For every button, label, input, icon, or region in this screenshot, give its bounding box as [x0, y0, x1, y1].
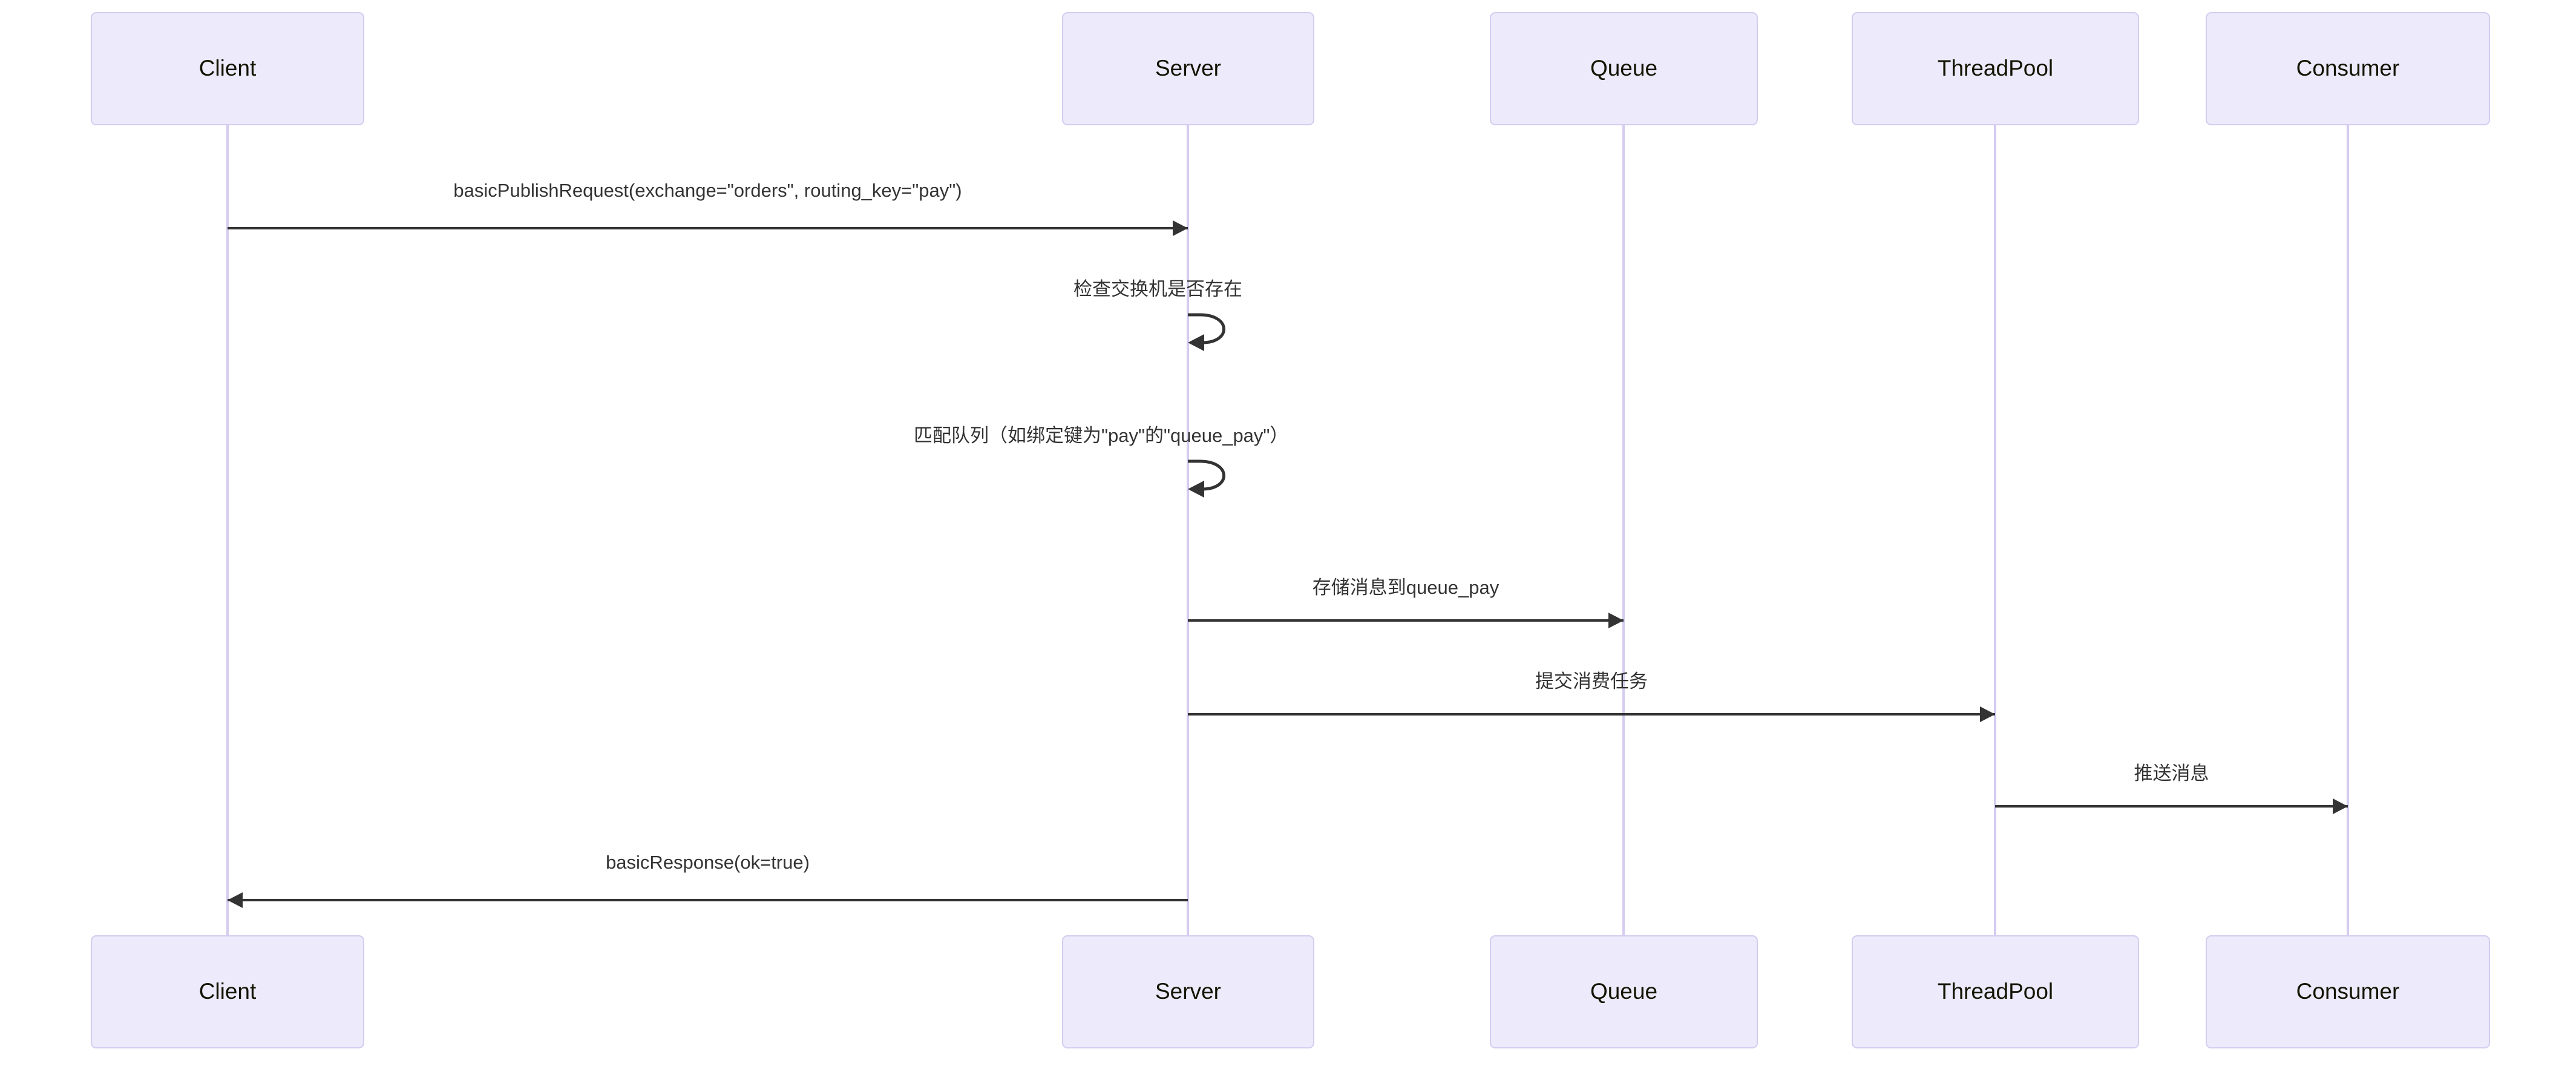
lifeline-queue: [1622, 125, 1625, 935]
self-message-m2: [1188, 313, 1235, 355]
actor-box-queue-top[interactable]: Queue: [1490, 12, 1758, 125]
actor-label-consumer: Consumer: [2296, 56, 2400, 81]
actor-label-consumer: Consumer: [2296, 979, 2400, 1004]
actor-label-queue: Queue: [1590, 979, 1658, 1004]
actor-box-server-top[interactable]: Server: [1062, 12, 1314, 125]
actor-box-queue-bottom[interactable]: Queue: [1490, 935, 1758, 1048]
actor-label-threadpool: ThreadPool: [1937, 979, 2054, 1004]
lifeline-threadpool: [1994, 125, 1996, 935]
actor-label-queue: Queue: [1590, 56, 1658, 81]
message-label-m7: basicResponse(ok=true): [606, 852, 810, 873]
actor-box-client-top[interactable]: Client: [91, 12, 364, 125]
arrowhead-right-m5: [1980, 706, 1995, 722]
message-line-m6: [1995, 805, 2348, 808]
self-message-m3: [1188, 459, 1235, 501]
arrowhead-left-m2: [1188, 334, 1204, 351]
message-label-m6: 推送消息: [2134, 763, 2209, 784]
actor-label-server: Server: [1155, 979, 1221, 1004]
self-loop-arrow-m2: [1188, 313, 1225, 351]
actor-box-consumer-top[interactable]: Consumer: [2206, 12, 2490, 125]
actor-label-threadpool: ThreadPool: [1937, 56, 2054, 81]
message-label-m5: 提交消费任务: [1535, 671, 1648, 692]
lifeline-consumer: [2347, 125, 2349, 935]
lifeline-client: [226, 125, 229, 935]
arrowhead-right-m4: [1608, 613, 1624, 628]
actor-label-server: Server: [1155, 56, 1221, 81]
message-label-m3: 匹配队列（如绑定键为"pay"的"queue_pay"）: [914, 425, 1289, 446]
message-line-m4: [1188, 619, 1624, 622]
message-line-m7: [228, 899, 1188, 901]
message-label-m2: 检查交换机是否存在: [1073, 278, 1242, 300]
arrowhead-left-m7: [228, 892, 243, 908]
lifeline-server: [1187, 125, 1189, 935]
message-label-m1: basicPublishRequest(exchange="orders", r…: [453, 180, 962, 201]
message-line-m5: [1188, 713, 1995, 716]
arrowhead-right-m1: [1173, 220, 1188, 236]
actor-box-consumer-bottom[interactable]: Consumer: [2206, 935, 2490, 1048]
arrowhead-right-m6: [2333, 798, 2348, 814]
arrowhead-left-m3: [1188, 481, 1204, 498]
actor-box-client-bottom[interactable]: Client: [91, 935, 364, 1048]
self-loop-arrow-m3: [1188, 459, 1225, 498]
message-label-m4: 存储消息到queue_pay: [1312, 577, 1499, 598]
actor-label-client: Client: [198, 56, 257, 81]
actor-label-client: Client: [198, 979, 257, 1004]
actor-box-threadpool-top[interactable]: ThreadPool: [1852, 12, 2139, 125]
message-line-m1: [228, 227, 1188, 229]
actor-box-threadpool-bottom[interactable]: ThreadPool: [1852, 935, 2139, 1048]
actor-box-server-bottom[interactable]: Server: [1062, 935, 1314, 1048]
